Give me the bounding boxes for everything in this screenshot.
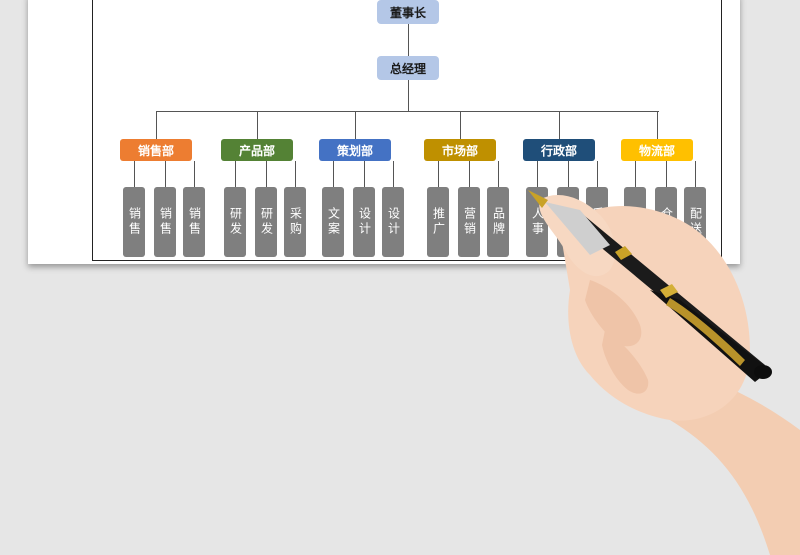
connector-dept-sub <box>333 161 334 187</box>
connector-dept-sub <box>498 161 499 187</box>
sub-unit-box: 配送 <box>684 187 706 257</box>
connector-dept-sub <box>635 161 636 187</box>
department-box: 行政部 <box>523 139 595 161</box>
sub-unit-box: 研发 <box>224 187 246 257</box>
sub-unit-box: 销售 <box>123 187 145 257</box>
connector-dept-sub <box>266 161 267 187</box>
connector-dept-sub <box>295 161 296 187</box>
chairman-box: 董事长 <box>377 0 439 24</box>
connector-dept-sub <box>364 161 365 187</box>
sub-unit-box: 仓储 <box>655 187 677 257</box>
department-box: 产品部 <box>221 139 293 161</box>
connector-bus-dept <box>460 111 461 139</box>
sub-unit-box: 后勤 <box>586 187 608 257</box>
sub-unit-box: 人事 <box>526 187 548 257</box>
sub-unit-box: 设计 <box>382 187 404 257</box>
connector-bus-dept <box>355 111 356 139</box>
department-box: 销售部 <box>120 139 192 161</box>
connector-bus-dept <box>257 111 258 139</box>
sub-unit-box: 推广 <box>427 187 449 257</box>
connector-dept-sub <box>695 161 696 187</box>
sub-unit-box: 销售 <box>183 187 205 257</box>
connector-dept-sub <box>134 161 135 187</box>
connector-bus-dept <box>156 111 157 139</box>
connector-dept-sub <box>568 161 569 187</box>
sub-unit-box: 文案 <box>322 187 344 257</box>
sub-unit-box: 销售 <box>154 187 176 257</box>
general-manager-box: 总经理 <box>377 56 439 80</box>
connector-dept-sub <box>537 161 538 187</box>
connector-dept-sub <box>438 161 439 187</box>
sub-unit-box: 采购 <box>284 187 306 257</box>
department-bus-line <box>156 111 659 112</box>
connector-dept-sub <box>597 161 598 187</box>
connector-dept-sub <box>235 161 236 187</box>
sub-unit-box: 研发 <box>255 187 277 257</box>
sub-unit-box: 运输 <box>624 187 646 257</box>
department-box: 策划部 <box>319 139 391 161</box>
department-box: 物流部 <box>621 139 693 161</box>
connector-dept-sub <box>194 161 195 187</box>
print-area-border <box>92 0 722 261</box>
connector-dept-sub <box>666 161 667 187</box>
sub-unit-box: 品牌 <box>487 187 509 257</box>
connector-dept-sub <box>165 161 166 187</box>
connector-gm-bus <box>408 80 409 112</box>
connector-bus-dept <box>657 111 658 139</box>
sub-unit-box: 营销 <box>458 187 480 257</box>
sub-unit-box: 行政 <box>557 187 579 257</box>
connector-chairman-gm <box>408 24 409 56</box>
connector-dept-sub <box>393 161 394 187</box>
connector-dept-sub <box>469 161 470 187</box>
sub-unit-box: 设计 <box>353 187 375 257</box>
connector-bus-dept <box>559 111 560 139</box>
department-box: 市场部 <box>424 139 496 161</box>
